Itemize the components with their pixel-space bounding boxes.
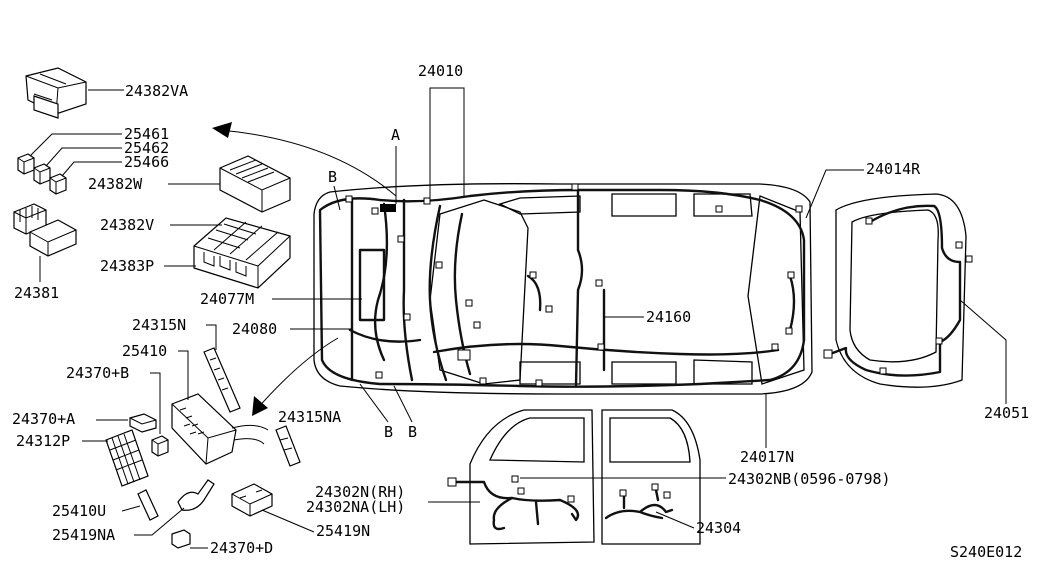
label-A: A — [391, 126, 400, 144]
relay-box-24382VA — [25, 67, 87, 119]
label-25419N: 25419N — [316, 522, 370, 540]
relay-24370A — [129, 413, 157, 433]
label-24010: 24010 — [418, 62, 463, 80]
fuse-box-25410 — [171, 393, 269, 465]
label-24382V: 24382V — [100, 216, 154, 234]
label-24315NA: 24315NA — [278, 408, 341, 426]
label-25466: 25466 — [124, 153, 169, 171]
label-25410: 25410 — [122, 342, 167, 360]
relay-25466 — [49, 173, 67, 195]
label-24370B: 24370+B — [66, 364, 129, 382]
bracket-25419N — [231, 483, 273, 517]
label-25410U: 25410U — [52, 502, 106, 520]
label-25461: 25461 — [124, 125, 169, 143]
label-24381: 24381 — [14, 284, 59, 302]
label-24160: 24160 — [646, 308, 691, 326]
relay-box-24382W — [219, 155, 291, 213]
relay-24370D — [171, 529, 191, 549]
main-harness-wires — [318, 188, 806, 388]
label-24382VA: 24382VA — [125, 82, 188, 100]
label-24014R: 24014R — [866, 160, 921, 178]
label-24302NB: 24302NB(0596-0798) — [728, 470, 891, 488]
label-B-bottom-1: B — [384, 423, 393, 441]
label-24302N: 24302N(RH) — [315, 483, 405, 501]
label-24383P: 24383P — [100, 257, 154, 275]
label-24370A: 24370+A — [12, 410, 75, 428]
part-25410U — [137, 489, 159, 521]
label-B-bottom-2: B — [408, 423, 417, 441]
relay-24370B — [151, 435, 169, 457]
arrow-head-icon — [212, 122, 232, 138]
relay-25462 — [33, 163, 51, 185]
label-24017N: 24017N — [740, 448, 794, 466]
harness-connectors — [345, 183, 803, 387]
label-24302NA: 24302NA(LH) — [306, 498, 405, 516]
vehicle-body-outline — [313, 183, 813, 395]
label-24370D: 24370+D — [210, 539, 273, 557]
arrow-down-icon — [252, 396, 268, 416]
label-24304: 24304 — [696, 519, 741, 537]
label-24077M: 24077M — [200, 290, 254, 308]
bracket-24315NA — [275, 425, 301, 467]
junction-block-A — [380, 204, 396, 212]
label-24080: 24080 — [232, 320, 277, 338]
relay-25461 — [17, 153, 35, 175]
label-24312P: 24312P — [16, 432, 70, 450]
bracket-24315N — [203, 347, 241, 413]
label-24315N: 24315N — [132, 316, 186, 334]
connector-24381 — [13, 203, 77, 257]
rear-hatch-24051 — [823, 193, 973, 388]
front-door — [447, 409, 595, 545]
fuse-panel-24312P — [105, 429, 149, 487]
fuse-block-24382V — [193, 217, 291, 289]
rear-door — [601, 409, 701, 545]
label-24051: 24051 — [984, 404, 1029, 422]
label-B-top: B — [328, 168, 337, 186]
label-24382W: 24382W — [88, 175, 143, 193]
diagram-code: S240E012 — [950, 543, 1022, 561]
label-25462: 25462 — [124, 139, 169, 157]
bracket-25419NA — [177, 479, 215, 511]
label-25419NA: 25419NA — [52, 526, 115, 544]
